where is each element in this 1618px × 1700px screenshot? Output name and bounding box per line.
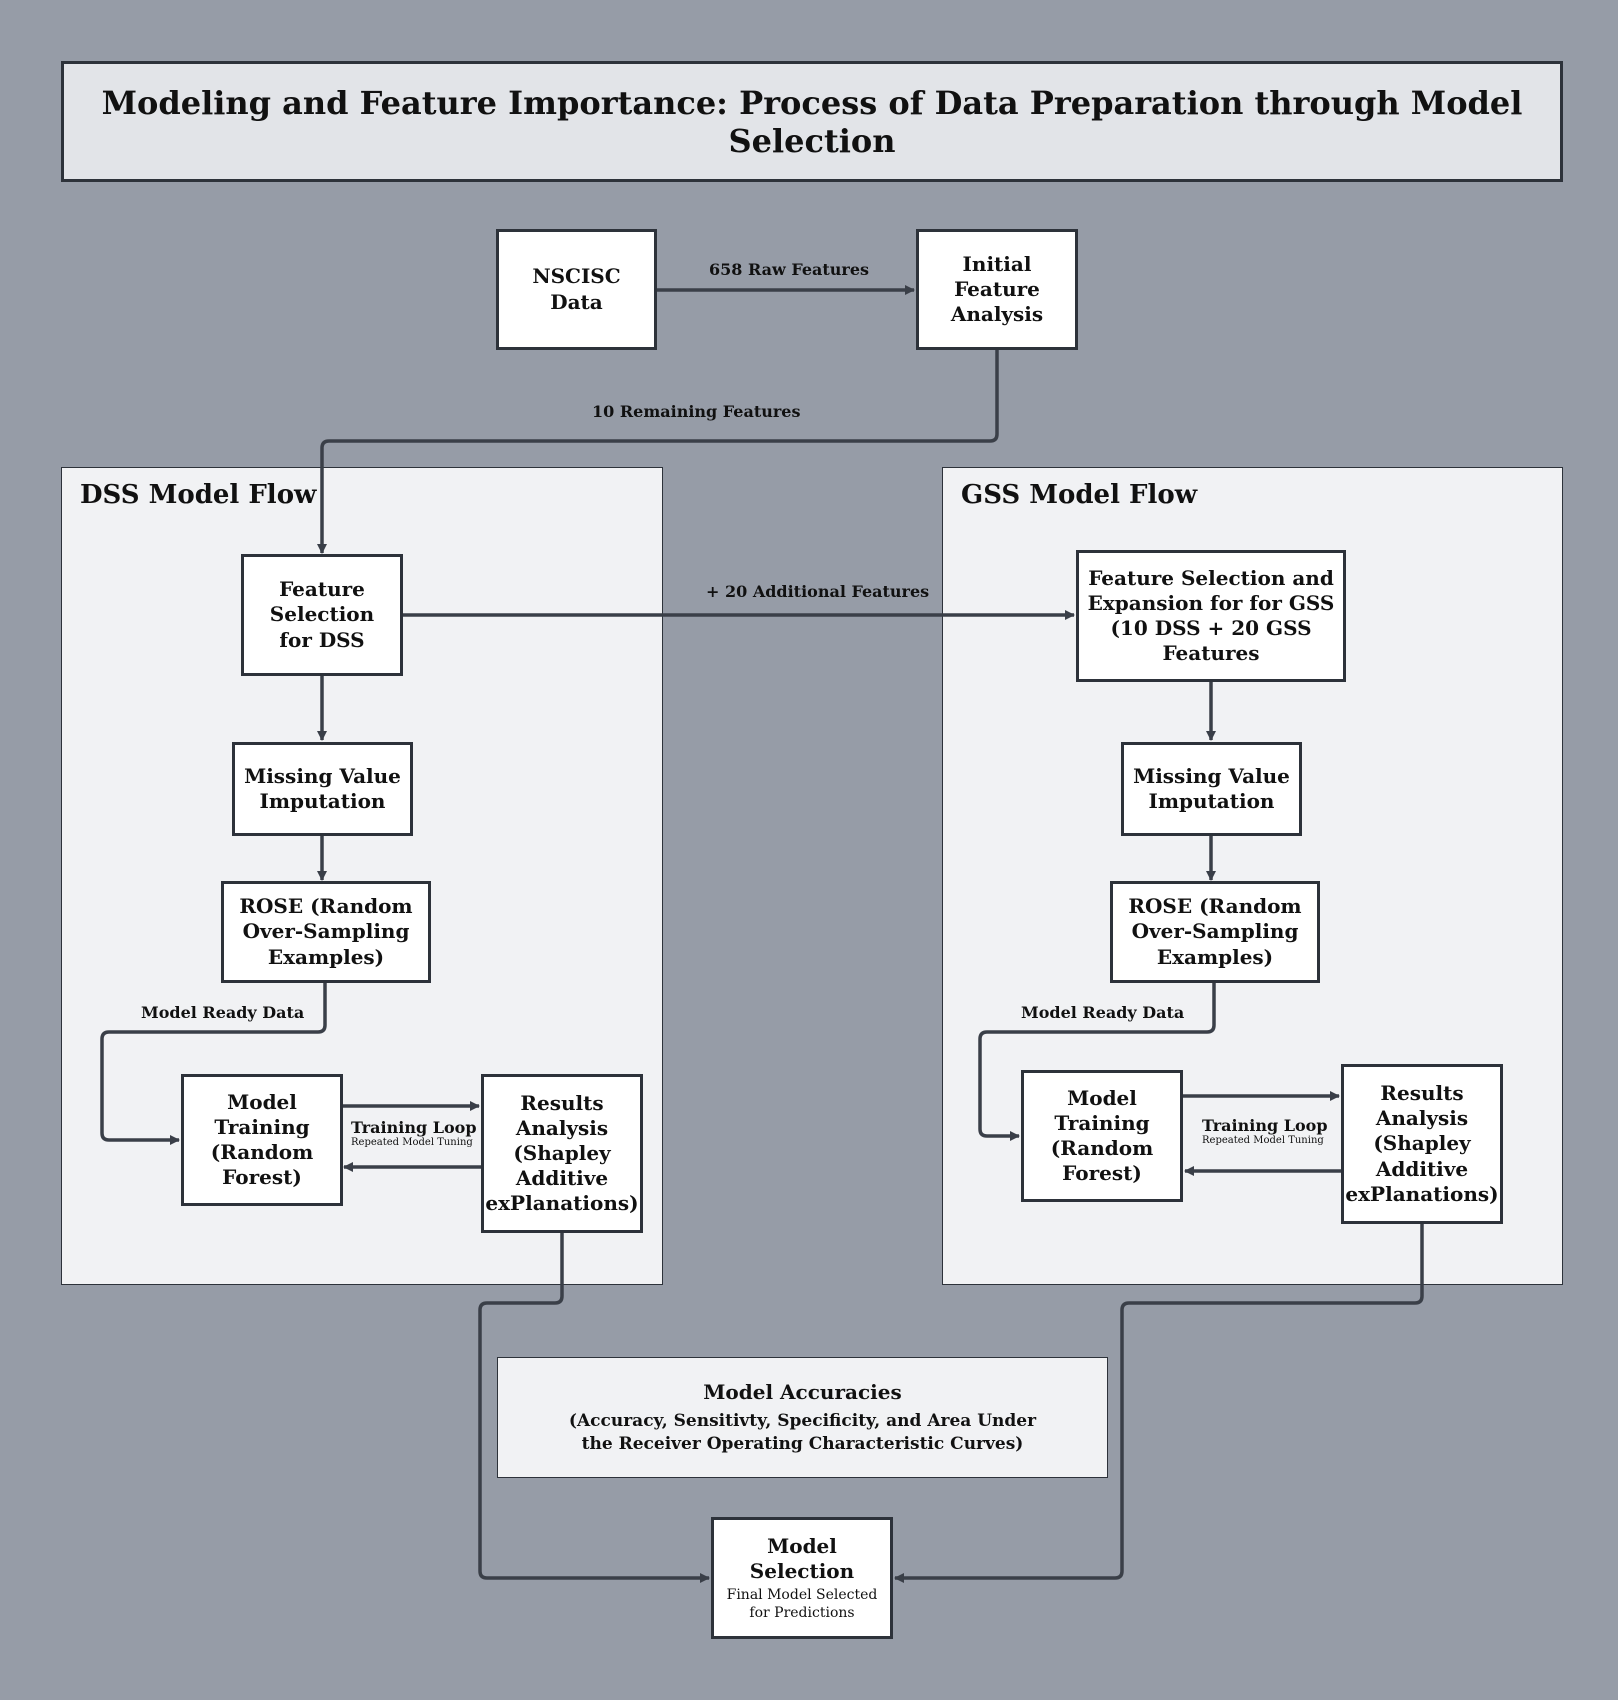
gss-model-training-node: Model Training (Random Forest) — [1021, 1070, 1183, 1202]
initial-feature-analysis-node: Initial Feature Analysis — [916, 229, 1078, 350]
gss-rose-node: ROSE (Random Over-Sampling Examples) — [1110, 881, 1320, 983]
label-additional-features: + 20 Additional Features — [706, 582, 930, 601]
dss-training-loop-sub: Repeated Model Tuning — [351, 1137, 473, 1148]
model-accuracies-title: Model Accuracies — [703, 1379, 902, 1404]
model-selection-subtitle: Final Model Selected for Predictions — [726, 1587, 878, 1622]
gss-training-loop-sub: Repeated Model Tuning — [1202, 1135, 1324, 1146]
model-accuracies-subtitle: (Accuracy, Sensitivty, Specificity, and … — [568, 1410, 1037, 1454]
dss-feature-selection-node: Feature Selection for DSS — [241, 554, 403, 676]
diagram-title: Modeling and Feature Importance: Process… — [61, 61, 1563, 182]
model-selection-node: Model Selection Final Model Selected for… — [711, 1517, 893, 1639]
gss-training-loop-title: Training Loop — [1202, 1116, 1328, 1135]
label-remaining-features: 10 Remaining Features — [592, 402, 801, 421]
gss-feature-selection-node: Feature Selection and Expansion for for … — [1076, 550, 1346, 682]
model-selection-title: Model Selection — [749, 1533, 855, 1583]
label-raw-features: 658 Raw Features — [709, 260, 870, 279]
gss-training-loop-label: Training Loop Repeated Model Tuning — [1202, 1116, 1328, 1146]
dss-training-loop-label: Training Loop Repeated Model Tuning — [351, 1118, 477, 1148]
edge-gss-ready-data — [978, 983, 1216, 1141]
dss-model-training-node: Model Training (Random Forest) — [181, 1074, 343, 1206]
edge-remaining-features — [317, 350, 999, 554]
label-gss-model-ready-data: Model Ready Data — [1021, 1003, 1185, 1022]
edge-dss-to-selection — [478, 1233, 710, 1583]
gss-panel-title: GSS Model Flow — [961, 480, 1198, 510]
label-dss-model-ready-data: Model Ready Data — [141, 1003, 305, 1022]
dss-missing-value-node: Missing Value Imputation — [232, 742, 413, 836]
model-accuracies-box: Model Accuracies (Accuracy, Sensitivty, … — [497, 1357, 1108, 1478]
edge-gss-to-selection — [894, 1224, 1424, 1583]
nscisc-data-node: NSCISC Data — [496, 229, 657, 350]
dss-panel-title: DSS Model Flow — [80, 480, 317, 510]
edge-dss-ready-data — [100, 983, 327, 1145]
dss-results-analysis-node: Results Analysis (Shapley Additive exPla… — [481, 1074, 643, 1233]
dss-rose-node: ROSE (Random Over-Sampling Examples) — [221, 881, 431, 983]
gss-results-analysis-node: Results Analysis (Shapley Additive exPla… — [1341, 1064, 1503, 1224]
dss-training-loop-title: Training Loop — [351, 1118, 477, 1137]
gss-missing-value-node: Missing Value Imputation — [1121, 742, 1302, 836]
